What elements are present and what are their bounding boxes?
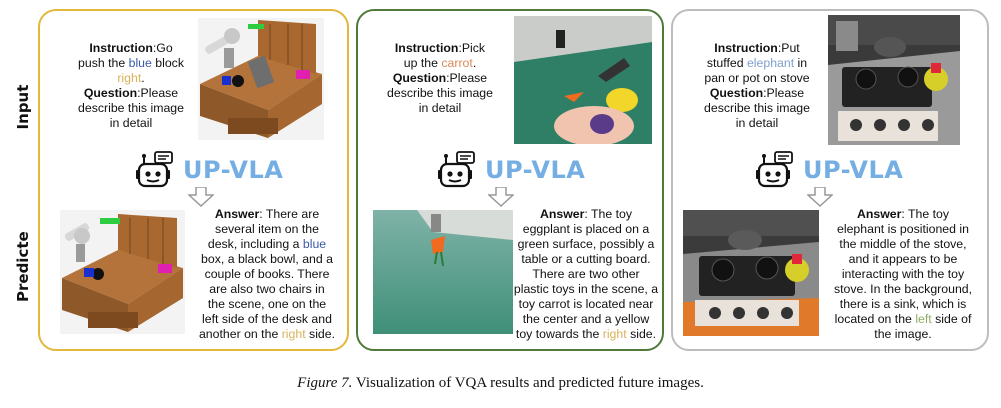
- panel3-predicted-image: [683, 210, 819, 336]
- down-arrow-icon: [188, 187, 214, 207]
- panel2-answer: Answer: The toy eggplant is placed on a …: [513, 207, 659, 341]
- panel3-instruction: Instruction:Put stuffed elephant in pan …: [704, 41, 810, 130]
- logo-upvla-3: UP-VLA: [755, 150, 903, 190]
- caption-label: Figure 7.: [297, 375, 353, 391]
- down-arrow-icon: [807, 187, 833, 207]
- panel2-instruction: Instruction:Pick up the carrot. Question…: [387, 41, 493, 115]
- panel2-predicted-image: [373, 210, 513, 334]
- logo-upvla-1: UP-VLA: [135, 150, 283, 190]
- row-label-predict: Predicte: [14, 231, 32, 302]
- panel1-answer: Answer: There are several item on the de…: [198, 207, 336, 341]
- panel1-instruction: Instruction:Go push the blue block right…: [78, 41, 184, 130]
- panel3-input-image: [828, 15, 960, 145]
- down-arrow-icon: [488, 187, 514, 207]
- robot-chat-icon: [756, 151, 793, 188]
- logo-upvla-2: UP-VLA: [437, 150, 585, 190]
- robot-chat-icon: [438, 151, 475, 188]
- panel1-predicted-image: [60, 210, 185, 334]
- row-label-input: Input: [14, 84, 32, 130]
- panel2-input-image: [514, 16, 652, 144]
- robot-chat-icon: [136, 151, 173, 188]
- figure-caption: Figure 7. Visualization of VQA results a…: [0, 375, 1001, 392]
- panel1-input-image: [198, 18, 324, 140]
- caption-text: Visualization of VQA results and predict…: [352, 375, 704, 391]
- panel3-answer: Answer: The toy elephant is positioned i…: [833, 207, 973, 341]
